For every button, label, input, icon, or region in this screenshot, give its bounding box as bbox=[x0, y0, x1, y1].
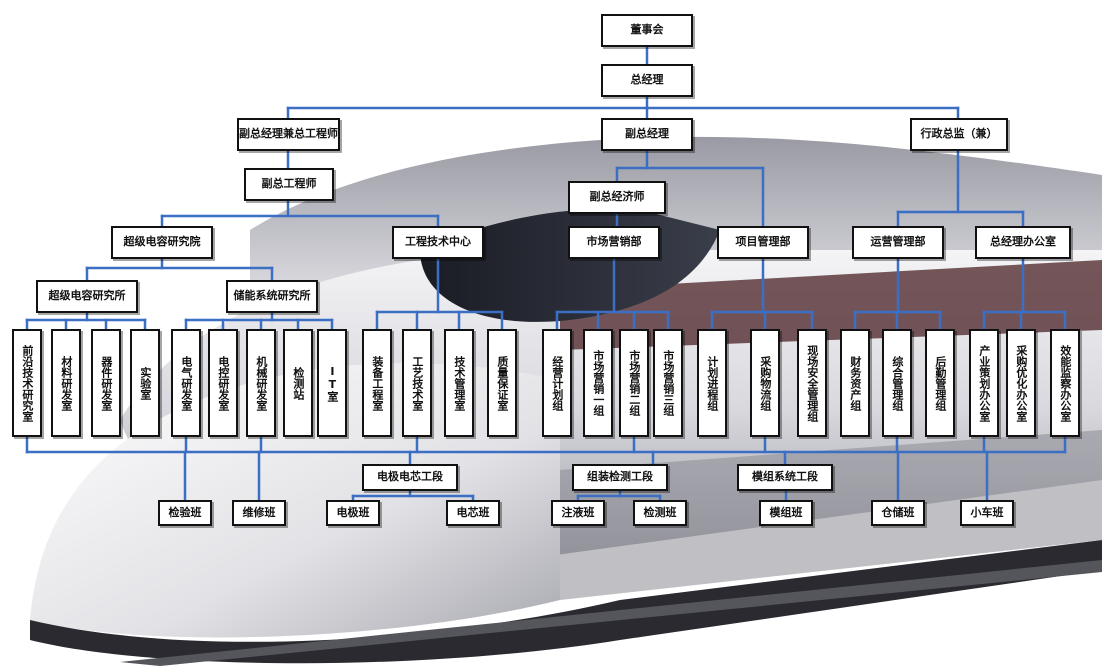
dept-finance-assets: 财务资产组 bbox=[840, 329, 870, 437]
team-warehouse: 仓储班 bbox=[871, 500, 925, 526]
node-marketing-dept: 市场营销部 bbox=[568, 226, 660, 259]
node-deputy-chief-economist: 副总经济师 bbox=[568, 181, 666, 214]
dept-logistics-mgmt: 后勤管理组 bbox=[925, 329, 955, 437]
node-eng-tech-center: 工程技术中心 bbox=[392, 226, 484, 259]
team-cart: 小车班 bbox=[960, 500, 1014, 526]
team-maintenance: 维修班 bbox=[232, 500, 286, 526]
team-module: 模组班 bbox=[759, 500, 813, 526]
dept-electrical-rd: 电气研发室 bbox=[171, 329, 201, 437]
dept-marketing-3: 市场营销三组 bbox=[653, 329, 683, 437]
node-project-dept: 项目管理部 bbox=[717, 226, 809, 259]
section-electrode-cell: 电极电芯工段 bbox=[362, 464, 458, 491]
dept-laboratory: 实验室 bbox=[130, 329, 160, 437]
dept-marketing-1: 市场营销一组 bbox=[583, 329, 613, 437]
node-supercap-lab: 超级电容研究所 bbox=[36, 280, 138, 313]
dept-business-plan: 经营计划组 bbox=[542, 329, 572, 437]
dept-plan-progress: 计划进程组 bbox=[697, 329, 727, 437]
dept-it: IT室 bbox=[317, 329, 347, 437]
dept-frontier-tech-lab: 前沿技术研究室 bbox=[12, 329, 42, 437]
node-storage-lab: 储能系统研究所 bbox=[226, 280, 318, 313]
dept-device-rd: 器件研发室 bbox=[91, 329, 121, 437]
section-module-system: 模组系统工段 bbox=[737, 464, 833, 491]
node-gm-office: 总经理办公室 bbox=[975, 226, 1071, 259]
dept-procurement-logistics: 采购物流组 bbox=[750, 329, 780, 437]
section-assembly-test: 组装检测工段 bbox=[572, 464, 668, 491]
dept-mechanical-rd: 机械研发室 bbox=[246, 329, 276, 437]
dept-tech-mgmt: 技术管理室 bbox=[444, 329, 474, 437]
node-board: 董事会 bbox=[601, 14, 693, 47]
node-vp: 副总经理 bbox=[601, 118, 693, 151]
node-gm: 总经理 bbox=[601, 64, 693, 97]
team-cell: 电芯班 bbox=[446, 500, 500, 526]
dept-procurement-optimization: 采购优化办公室 bbox=[1006, 329, 1036, 437]
node-deputy-chief-engineer: 副总工程师 bbox=[244, 168, 334, 201]
dept-site-safety: 现场安全管理组 bbox=[797, 329, 827, 437]
dept-marketing-2: 市场营销二组 bbox=[619, 329, 649, 437]
dept-industry-planning: 产业策划办公室 bbox=[969, 329, 999, 437]
dept-quality-assurance: 质量保证室 bbox=[487, 329, 517, 437]
dept-efficiency-supervision: 效能监察办公室 bbox=[1050, 329, 1080, 437]
node-admin-director: 行政总监（兼） bbox=[910, 118, 1008, 151]
team-inspection: 检验班 bbox=[158, 500, 212, 526]
dept-testing-station: 检测站 bbox=[283, 329, 313, 437]
dept-process-tech: 工艺技术室 bbox=[402, 329, 432, 437]
node-vp-chief-engineer: 副总经理兼总工程师 bbox=[237, 118, 340, 151]
team-electrolyte-injection: 注液班 bbox=[551, 500, 605, 526]
node-ops-dept: 运营管理部 bbox=[852, 226, 944, 259]
node-supercap-institute: 超级电容研究院 bbox=[111, 226, 213, 259]
dept-materials-rd: 材料研发室 bbox=[51, 329, 81, 437]
dept-equipment-eng: 装备工程室 bbox=[362, 329, 392, 437]
team-electrode: 电极班 bbox=[326, 500, 380, 526]
dept-control-rd: 电控研发室 bbox=[208, 329, 238, 437]
team-testing: 检测班 bbox=[633, 500, 687, 526]
dept-general-mgmt: 综合管理组 bbox=[882, 329, 912, 437]
